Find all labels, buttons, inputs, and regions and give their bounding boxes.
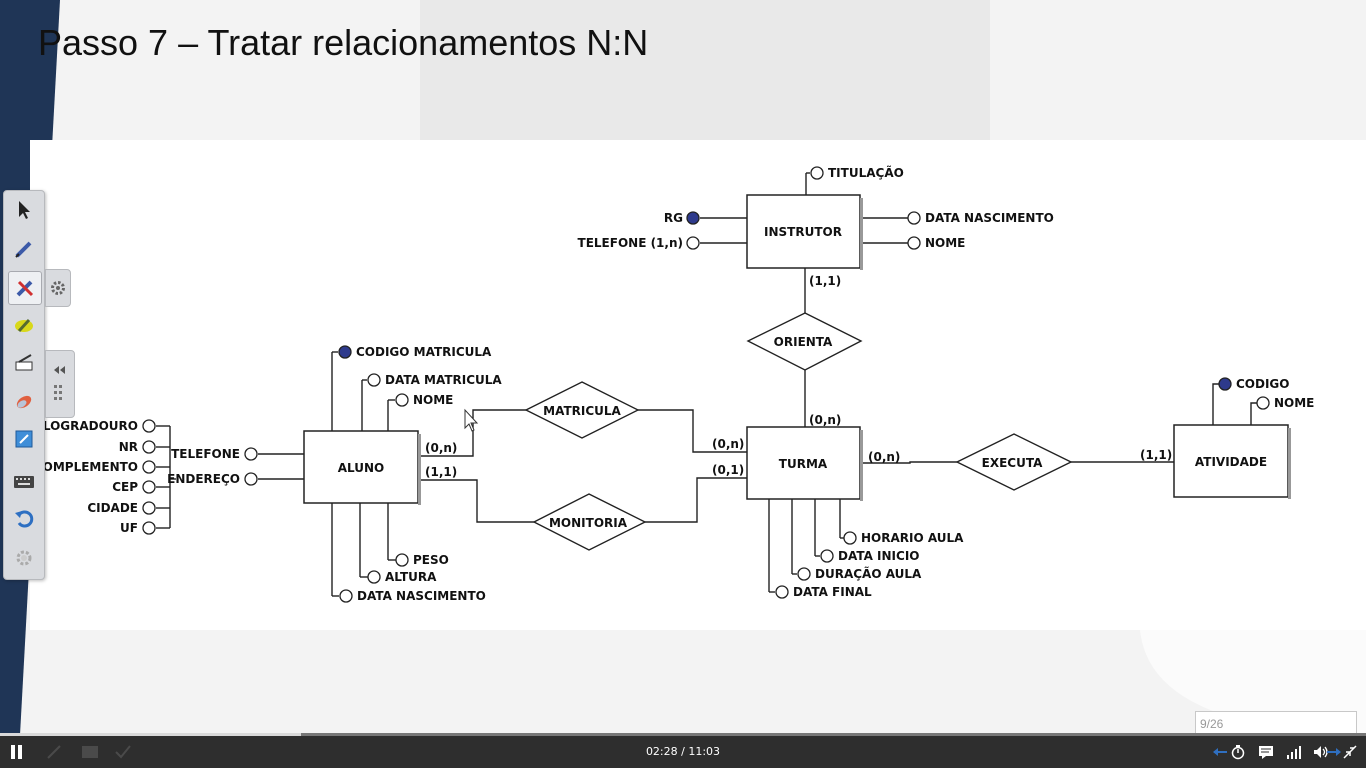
annotation-toolbar bbox=[3, 190, 45, 580]
cardinality-label: (0,n) bbox=[809, 413, 841, 427]
entity-label: ATIVIDADE bbox=[1195, 455, 1267, 469]
next-icon[interactable] bbox=[1326, 744, 1342, 760]
entity-turma bbox=[746, 426, 861, 500]
attr-label: NOME bbox=[925, 236, 965, 250]
er-diagram: INSTRUTOR ALUNO TURMA ATIVIDADE ORIENTA … bbox=[34, 165, 1315, 603]
attr-label: TELEFONE bbox=[171, 447, 240, 461]
attr-label: DATA NASCIMENTO bbox=[925, 211, 1054, 225]
attr-label: PESO bbox=[413, 553, 449, 567]
attr-circle bbox=[810, 166, 824, 180]
attr-label: DATA NASCIMENTO bbox=[357, 589, 486, 603]
attr-label: LOGRADOURO bbox=[43, 419, 138, 433]
relationship-label: ORIENTA bbox=[774, 335, 833, 349]
slide-title: Passo 7 – Tratar relacionamentos N:N bbox=[38, 22, 649, 63]
identifier-circles bbox=[338, 211, 1232, 391]
disabled-controls bbox=[47, 745, 131, 759]
toolbar-expand-handle[interactable] bbox=[45, 350, 75, 418]
entity-atividade bbox=[1173, 424, 1289, 498]
entity-label: INSTRUTOR bbox=[764, 225, 842, 239]
relationship-label: MONITORIA bbox=[549, 516, 628, 530]
attr-label: CEP bbox=[112, 480, 138, 494]
identifier-codigo-matricula bbox=[338, 345, 352, 359]
pointer-icon[interactable] bbox=[8, 194, 40, 226]
attr-label: DURAÇÃO AULA bbox=[815, 566, 922, 581]
cardinality-label: (0,n) bbox=[712, 437, 744, 451]
identifier-rg bbox=[686, 211, 700, 225]
identifier-codigo-atividade bbox=[1218, 377, 1232, 391]
attr-label: DATA MATRICULA bbox=[385, 373, 502, 387]
keyboard-icon[interactable] bbox=[8, 466, 40, 498]
attr-label: CODIGO MATRICULA bbox=[356, 345, 492, 359]
relationship-matricula bbox=[524, 381, 640, 439]
attr-label: CODIGO bbox=[1236, 377, 1289, 391]
eraser-icon[interactable] bbox=[8, 347, 40, 379]
relationship-orienta bbox=[746, 312, 863, 371]
attr-label: ALTURA bbox=[385, 570, 437, 584]
cardinality-label: (0,n) bbox=[868, 450, 900, 464]
timer-icon[interactable] bbox=[1230, 744, 1246, 760]
seek-bar[interactable] bbox=[0, 733, 1366, 736]
player-control-bar: 02:28 / 11:03 bbox=[0, 736, 1366, 768]
relationship-label: EXECUTA bbox=[982, 456, 1043, 470]
cardinality-label: (0,n) bbox=[425, 441, 457, 455]
marker-pen-icon[interactable] bbox=[8, 271, 42, 305]
settings-icon[interactable] bbox=[8, 542, 40, 574]
cardinality-label: (1,1) bbox=[425, 465, 457, 479]
cardinality-label: (0,1) bbox=[712, 463, 744, 477]
relationship-executa bbox=[955, 433, 1073, 491]
attr-label: RG bbox=[664, 211, 683, 225]
seek-bar-fill bbox=[0, 733, 301, 736]
pause-icon[interactable] bbox=[10, 745, 24, 759]
undo-icon[interactable] bbox=[8, 502, 40, 534]
attr-label: NR bbox=[119, 440, 138, 454]
relationship-label: MATRICULA bbox=[543, 404, 621, 418]
entity-label: ALUNO bbox=[338, 461, 385, 475]
cardinality-label: (1,1) bbox=[1140, 448, 1172, 462]
entity-aluno bbox=[303, 430, 419, 504]
pen-icon[interactable] bbox=[8, 233, 40, 265]
attr-label: NOME bbox=[1274, 396, 1314, 410]
entity-label: TURMA bbox=[779, 457, 828, 471]
attr-label: TITULAÇÃO bbox=[828, 165, 904, 180]
mouse-cursor-icon bbox=[464, 408, 479, 432]
attr-label: NOME bbox=[413, 393, 453, 407]
whiteboard-icon[interactable] bbox=[8, 423, 40, 455]
pen-settings-gear-icon[interactable] bbox=[45, 269, 71, 307]
clear-ink-icon[interactable] bbox=[8, 385, 40, 417]
time-display: 02:28 / 11:03 bbox=[645, 745, 721, 758]
captions-icon[interactable] bbox=[1258, 744, 1274, 760]
slide-counter: 9/26 bbox=[1195, 711, 1357, 735]
relationship-monitoria bbox=[532, 493, 647, 551]
slide: Passo 7 – Tratar relacionamentos N:N bbox=[0, 0, 1366, 735]
highlighter-icon[interactable] bbox=[8, 309, 40, 341]
entity-instrutor bbox=[746, 194, 861, 269]
cardinality-label: (1,1) bbox=[809, 274, 841, 288]
fullscreen-icon[interactable] bbox=[1342, 744, 1358, 760]
prev-icon[interactable] bbox=[1212, 744, 1228, 760]
attr-label: DATA FINAL bbox=[793, 585, 872, 599]
attr-label: HORARIO AULA bbox=[861, 531, 964, 545]
attr-label: UF bbox=[120, 521, 138, 535]
attr-label: COMPLEMENTO bbox=[34, 460, 138, 474]
attr-label: DATA INICIO bbox=[838, 549, 919, 563]
attr-label: TELEFONE (1,n) bbox=[578, 236, 683, 250]
attr-label: CIDADE bbox=[87, 501, 138, 515]
signal-icon[interactable] bbox=[1285, 744, 1301, 760]
attr-label: ENDEREÇO bbox=[167, 472, 240, 486]
